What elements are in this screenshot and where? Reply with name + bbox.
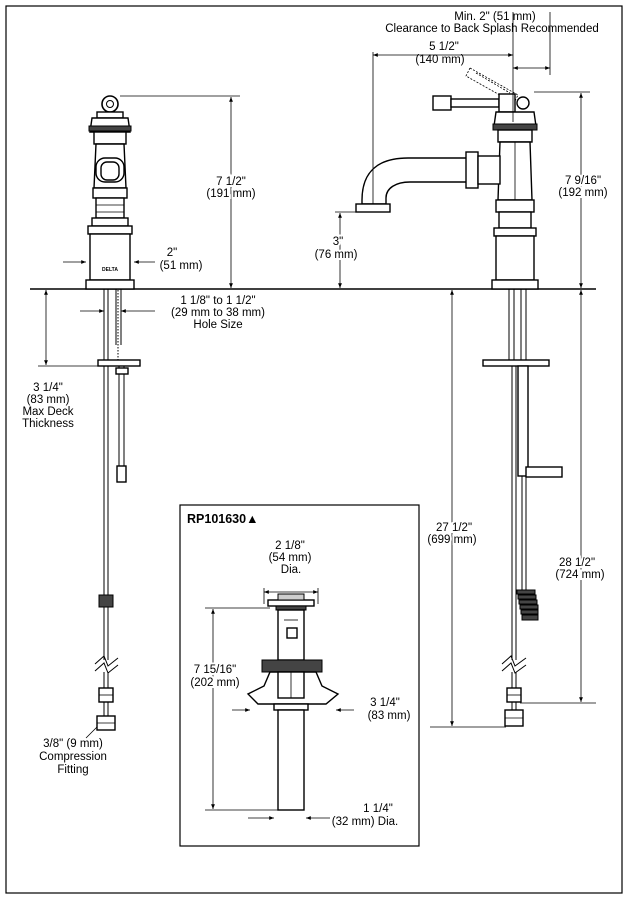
- deck-thickness-dimension: 3 1/4" (83 mm) Max Deck Thickness: [22, 290, 100, 430]
- front-brand-mark: DELTA: [102, 267, 118, 273]
- drain-model-title: RP101630▲: [187, 512, 258, 526]
- overall-length-dimension: 28 1/2" (724 mm): [520, 290, 607, 704]
- fitting-label-2: Compression: [39, 751, 107, 763]
- clearance-dimension: Min. 2" (51 mm) Clearance to Back Splash…: [385, 11, 599, 122]
- supply-length-mm: (699 mm): [427, 534, 476, 546]
- hole-size-line3: Hole Size: [193, 319, 242, 331]
- hole-size-dimension: 1 1/8" to 1 1/2" (29 mm to 38 mm) Hole S…: [80, 295, 265, 331]
- drain-tail-in: 1 1/4": [363, 803, 393, 815]
- drain-height-in: 7 15/16": [194, 664, 236, 676]
- fitting-label-3: Fitting: [57, 764, 88, 776]
- sheet-border: [5, 5, 623, 894]
- overall-length-mm: (724 mm): [555, 569, 604, 581]
- supply-length-in: 27 1/2": [436, 522, 472, 534]
- front-height-mm: (191 mm): [206, 188, 255, 200]
- spout-height-dimension: 3" (76 mm): [313, 211, 388, 288]
- deck-label-1: 3 1/4": [33, 382, 63, 394]
- drain-flange-mm: (54 mm): [269, 552, 312, 564]
- front-view-faucet: DELTA: [85, 95, 141, 731]
- spout-height-in: 3": [333, 236, 343, 248]
- drain-height-mm: (202 mm): [190, 677, 239, 689]
- compression-fitting-label: 3/8" (9 mm) Compression Fitting: [39, 726, 107, 776]
- base-width-dimension: 2" (51 mm): [63, 247, 203, 272]
- fitting-label-1: 3/8" (9 mm): [43, 738, 103, 750]
- drain-flange-dia: Dia.: [281, 564, 301, 576]
- side-height-in: 7 9/16": [565, 175, 601, 187]
- overall-length-in: 28 1/2": [559, 557, 595, 569]
- side-height-mm: (192 mm): [558, 187, 607, 199]
- drain-flange-in: 2 1/8": [275, 540, 305, 552]
- clearance-label-2: Clearance to Back Splash Recommended: [385, 23, 599, 35]
- hole-size-line1: 1 1/8" to 1 1/2": [180, 295, 255, 307]
- drain-width-in: 3 1/4": [370, 697, 400, 709]
- drain-tail-mm: (32 mm) Dia.: [332, 816, 398, 828]
- reach-dimension: 5 1/2" (140 mm): [372, 41, 513, 204]
- front-height-in: 7 1/2": [216, 176, 246, 188]
- base-width-in: 2": [167, 247, 177, 259]
- deck-label-4: Thickness: [22, 418, 74, 430]
- hole-size-line2: (29 mm to 38 mm): [171, 307, 265, 319]
- side-height-dimension: 7 9/16" (192 mm): [534, 91, 610, 288]
- drain-width-mm: (83 mm): [368, 710, 411, 722]
- supply-length-dimension: 27 1/2" (699 mm): [425, 290, 506, 728]
- reach-label-mm: (140 mm): [415, 54, 464, 66]
- side-view-faucet: [355, 67, 563, 727]
- reach-label-in: 5 1/2": [429, 41, 459, 53]
- spout-height-mm: (76 mm): [315, 249, 358, 261]
- deck-label-2: (83 mm): [27, 394, 70, 406]
- clearance-label-1: Min. 2" (51 mm): [454, 11, 536, 23]
- drain-inset: RP101630▲ 2 1/8" (54 mm) Dia. 7 15/16" (…: [179, 504, 420, 847]
- deck-label-3: Max Deck: [22, 406, 73, 418]
- base-width-mm: (51 mm): [160, 260, 203, 272]
- front-height-dimension: 7 1/2" (191 mm): [120, 95, 258, 288]
